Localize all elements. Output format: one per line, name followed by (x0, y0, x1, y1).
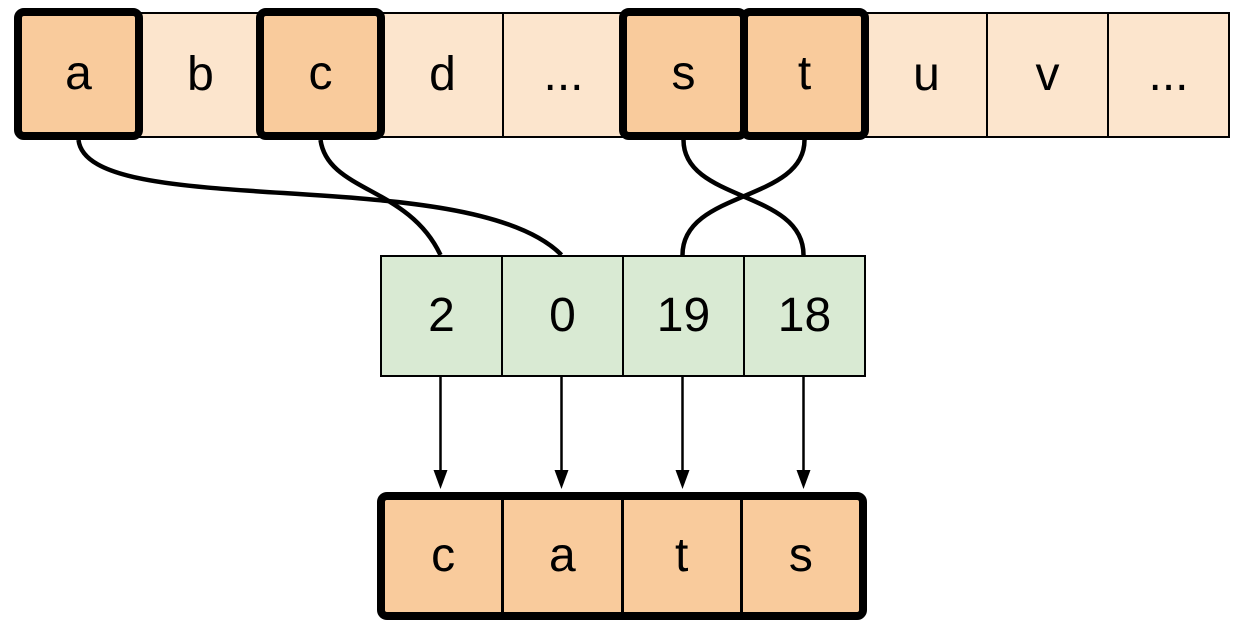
index-cell-0: 0 (501, 255, 624, 377)
alphabet-cell-c: c (256, 8, 385, 140)
cell-label: s (671, 47, 696, 100)
curve-t-to-19 (680, 139, 807, 256)
word-cell-c: c (385, 500, 501, 612)
arrow-from-19 (675, 377, 690, 489)
cell-label: 19 (656, 289, 711, 342)
word-cell-a: a (501, 500, 620, 612)
cell-label: s (788, 529, 813, 582)
word-cell-s: s (739, 500, 859, 612)
word-array: c a t s (377, 492, 867, 620)
curve-s-to-18 (681, 139, 806, 256)
alphabet-cell-s: s (619, 8, 748, 140)
index-cell-18: 18 (743, 255, 866, 377)
cell-label: 18 (777, 289, 832, 342)
cell-label: c (308, 47, 333, 100)
alphabet-cell-ellipsis-1: ... (502, 12, 625, 138)
index-cell-19: 19 (622, 255, 745, 377)
cell-label: b (187, 48, 214, 101)
curve-a-to-0 (76, 139, 564, 257)
cell-label: 2 (428, 289, 455, 342)
arrowhead-icon (554, 470, 569, 489)
alphabet-cell-v: v (986, 12, 1109, 138)
alphabet-cell-ellipsis-2: ... (1107, 12, 1230, 138)
arrow-from-18 (796, 377, 811, 489)
alphabet-cell-a: a (14, 8, 143, 140)
arrow-from-0 (554, 377, 569, 489)
alphabet-cell-t: t (740, 8, 869, 140)
curve-c-to-2 (318, 139, 443, 256)
arrowhead-icon (675, 470, 690, 489)
arrowhead-icon (433, 470, 448, 489)
cell-label: a (549, 529, 576, 582)
cell-label: t (674, 529, 689, 582)
cell-label: ... (1148, 48, 1189, 101)
cell-label: ... (543, 48, 584, 101)
alphabet-cell-b: b (139, 12, 262, 138)
cell-label: v (1035, 48, 1060, 101)
cell-label: d (429, 48, 456, 101)
cell-label: t (797, 47, 812, 100)
cell-label: 0 (549, 289, 576, 342)
word-cell-t: t (620, 500, 740, 612)
index-cell-2: 2 (380, 255, 503, 377)
cell-label: a (65, 47, 92, 100)
alphabet-cell-u: u (865, 12, 988, 138)
arrowhead-icon (796, 470, 811, 489)
alphabet-cell-d: d (381, 12, 504, 138)
cell-label: c (431, 529, 456, 582)
arrow-from-2 (433, 377, 448, 489)
cell-label: u (913, 48, 940, 101)
